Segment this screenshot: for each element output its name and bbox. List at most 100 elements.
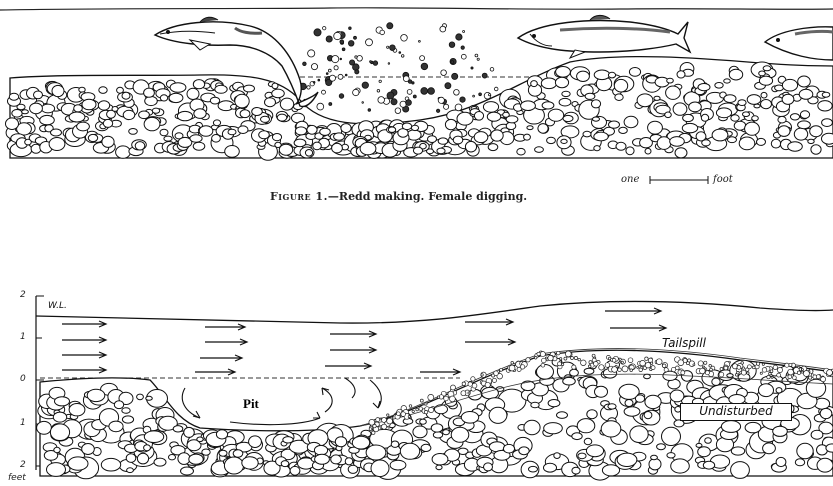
gravel-stone [608, 404, 616, 409]
fine-gravel [664, 368, 668, 372]
gravel-stone [799, 89, 813, 99]
gravel-stone [675, 148, 687, 158]
fine-gravel [801, 371, 803, 373]
silt-bubble [438, 97, 444, 103]
gravel-stone [731, 447, 744, 455]
gravel-stone [465, 141, 476, 152]
gravel-stone [391, 441, 399, 447]
fine-gravel [571, 357, 574, 360]
silt-bubble [314, 29, 321, 36]
current-arrow [465, 339, 515, 345]
gravel-stone [144, 117, 160, 130]
silt-bubble [460, 97, 465, 102]
gravel-stone [671, 459, 690, 473]
gravel-stone [177, 111, 192, 120]
gravel-stone [74, 105, 83, 112]
gravel-stone [635, 395, 644, 402]
fine-gravel [621, 361, 623, 363]
gravel-stone [747, 95, 761, 105]
current-arrow [605, 308, 661, 314]
gravel-stone [169, 455, 176, 460]
gravel-stone [54, 447, 60, 452]
figure-1-number: Figure 1. [270, 190, 328, 203]
silt-bubble [490, 68, 494, 72]
fine-gravel [444, 396, 449, 401]
gravel-stone [698, 447, 711, 457]
fine-gravel [451, 385, 456, 390]
silt-bubble [455, 104, 462, 111]
gravel-stone [272, 83, 278, 89]
fine-gravel [574, 356, 577, 359]
fine-gravel [827, 370, 833, 376]
gravel-stone [137, 453, 148, 464]
gravel-stone [249, 436, 262, 448]
gravel-stone [160, 95, 167, 101]
fine-gravel [548, 355, 553, 360]
gravel-stone [624, 116, 638, 127]
gravel-stone [335, 437, 346, 447]
gravel-stone [602, 465, 619, 476]
silt-bubble [322, 90, 326, 94]
gravel-stone [524, 134, 531, 140]
current-arrow [62, 321, 106, 327]
gravel-stone [790, 114, 799, 120]
silt-bubble [387, 46, 389, 48]
gravel-stone [34, 91, 43, 99]
gravel-stone [112, 107, 118, 112]
gravel-stone [283, 437, 293, 443]
gravel-stone [703, 461, 714, 469]
gravel-stone [542, 102, 554, 109]
gravel-stone [563, 115, 573, 121]
gravel-stone [77, 122, 90, 131]
gravel-stone [219, 450, 227, 456]
fine-gravel [420, 399, 423, 402]
fine-gravel [809, 376, 812, 379]
gravel-stone [212, 135, 221, 143]
gravel-stone [47, 463, 66, 477]
silt-bubble [357, 56, 363, 62]
silt-bubble [308, 50, 315, 57]
fine-gravel [719, 372, 724, 377]
gravel-stone [87, 389, 105, 401]
current-arrow [200, 355, 242, 361]
gravel-stone [474, 132, 488, 143]
silt-bubble [463, 31, 465, 33]
fine-gravel [558, 362, 562, 366]
fine-gravel [540, 352, 545, 357]
gravel-stone [189, 454, 203, 464]
gravel-stone [178, 453, 190, 465]
gravel-stone [305, 150, 312, 157]
gravel-stone [55, 397, 70, 406]
gravel-stone [451, 427, 469, 442]
gravel-stone [794, 128, 807, 140]
fine-gravel [656, 359, 662, 365]
gravel-stone [30, 103, 43, 114]
fine-gravel [630, 369, 633, 372]
gravel-stone [648, 121, 663, 134]
gravel-stone [137, 394, 144, 400]
gravel-stone [776, 457, 786, 466]
gravel-stone [665, 112, 672, 118]
silt-bubble [406, 100, 412, 106]
silt-bubble [388, 63, 390, 65]
gravel-stone [654, 96, 660, 100]
gravel-stone [577, 419, 595, 433]
silt-bubble [419, 40, 421, 42]
water-surface-line [0, 8, 833, 10]
gravel-stone [435, 405, 448, 414]
gravel-stone [259, 131, 270, 139]
gravel-stone [169, 93, 183, 102]
gravel-stone [213, 120, 220, 126]
silt-bubble [373, 61, 378, 66]
fine-gravel [737, 371, 740, 374]
current-arrow [325, 363, 371, 369]
gravel-stone [145, 96, 158, 105]
silt-bubble [475, 54, 478, 57]
fine-gravel [762, 368, 767, 373]
silt-bubble [449, 42, 455, 48]
fine-gravel [720, 368, 723, 371]
gravel-stone [519, 447, 529, 455]
silt-bubble [379, 80, 381, 82]
fine-gravel [752, 366, 755, 369]
gravel-stone [822, 92, 830, 97]
